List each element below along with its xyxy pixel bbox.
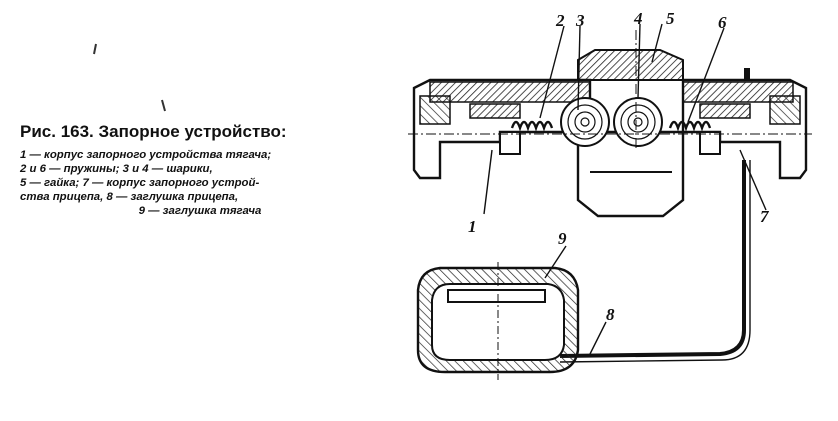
housing-7-inner (699, 103, 751, 119)
ball-4 (613, 97, 663, 147)
label-5: 5 (666, 9, 675, 28)
caption-line-1: 1 — корпус запорного устройства тягача; (20, 149, 272, 161)
label-8: 8 (606, 305, 615, 324)
caption-title: Рис. 163. Запорное устройство: (20, 122, 287, 141)
housing-1-cap (419, 95, 451, 125)
cable (559, 160, 746, 358)
label-2: 2 (555, 11, 565, 30)
leader-lines (483, 23, 767, 355)
label-7: 7 (760, 207, 770, 226)
label-6: 6 (718, 13, 727, 32)
stray-mark (93, 43, 97, 55)
caption-line-3: 5 — гайка; 7 — корпус запорного устрой- (20, 177, 260, 189)
housing-7-pin (744, 68, 750, 80)
housing-1-inner (469, 103, 521, 119)
label-1: 1 (468, 217, 477, 236)
cable-edge (559, 160, 751, 363)
housing-7-wall (682, 81, 794, 103)
housing-7-cap (769, 95, 801, 125)
label-4: 4 (633, 9, 643, 28)
cap-9 (416, 262, 580, 380)
figure-caption: Рис. 163. Запорное устройство: 1 — корпу… (20, 122, 380, 218)
label-9: 9 (558, 229, 567, 248)
housing-1-wall (429, 81, 591, 103)
caption-line-4: ства прицепа, 8 — заглушка прицепа, (20, 191, 239, 203)
ball-3 (560, 97, 610, 147)
spring-2 (510, 120, 554, 132)
coupling-assembly (408, 30, 812, 218)
spring-6 (668, 120, 712, 132)
caption-line-2: 2 и 6 — пружины; 3 и 4 — шарики, (20, 163, 213, 175)
stray-mark (161, 99, 166, 112)
nut-5 (577, 49, 684, 81)
housing-1-step (499, 131, 521, 155)
caption-line-5: 9 — заглушка тягача (138, 205, 262, 217)
housing-7-step (699, 131, 721, 155)
label-3: 3 (575, 11, 585, 30)
